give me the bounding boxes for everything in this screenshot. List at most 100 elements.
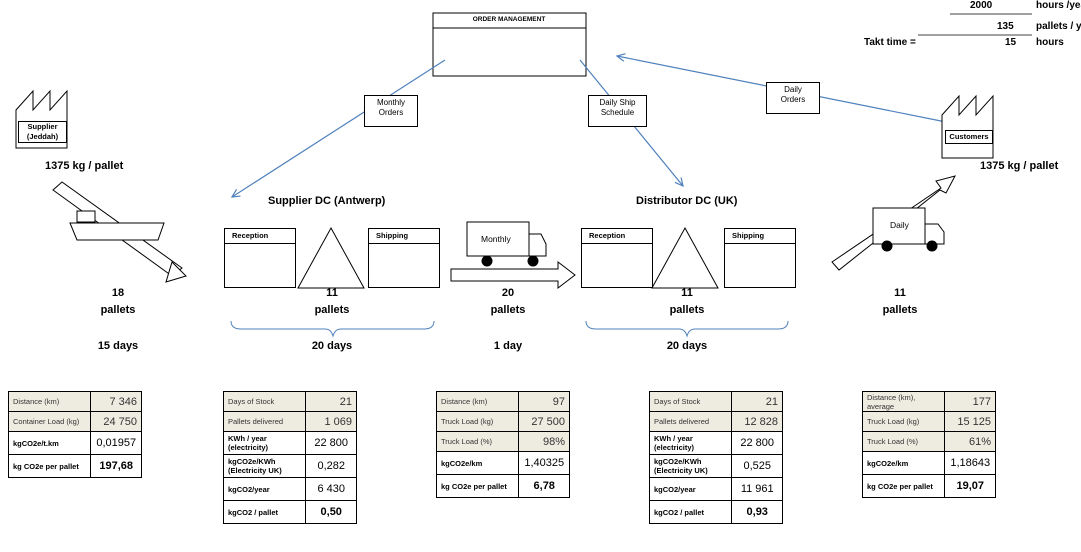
metric-value: 21 (305, 391, 357, 412)
metric-label: KWh / year (electricity) (648, 431, 733, 455)
daily-truck-icon (831, 175, 956, 271)
inventory-count-1: 18 (111, 287, 125, 299)
order-management-title: ORDER MANAGEMENT (473, 16, 582, 23)
metric-value: 21 (731, 391, 783, 412)
daily-ship-schedule-label: Daily Ship Schedule (588, 95, 647, 127)
inventory-unit-5: pallets (882, 304, 918, 316)
metric-label: kg CO2e per pallet (7, 454, 92, 478)
inventory-time-2: 20 days (311, 340, 353, 352)
metric-label: Truck Load (kg) (435, 411, 520, 432)
supplier-name: Supplier (Jeddah) (18, 121, 67, 143)
metric-label: kgCO2e/km (861, 451, 946, 475)
supplier-dc-reception-box: Reception (224, 228, 296, 288)
metric-label: Truck Load (kg) (861, 411, 946, 432)
metric-value: 11 961 (731, 477, 783, 501)
monthly-truck-label: Monthly (481, 234, 511, 244)
metric-value: 177 (944, 391, 996, 412)
metric-label: Pallets delivered (222, 411, 307, 432)
supplier-dc-inventory-triangle (297, 226, 365, 289)
table-row: kgCO2e/KWh (Electricity UK)0,525 (648, 454, 783, 478)
inventory-time-1: 15 days (97, 340, 139, 352)
daily-truck-label: Daily (890, 220, 909, 230)
monthly-orders-label: Monthly Orders (364, 95, 418, 127)
monthly-truck-icon (466, 221, 547, 267)
metric-value: 22 800 (731, 431, 783, 455)
table-row: Truck Load (kg)15 125 (861, 411, 996, 432)
supplier-pallet-weight: 1375 kg / pallet (45, 160, 124, 172)
takt-label: Takt time = (864, 37, 916, 48)
metric-label: Distance (km) (7, 391, 92, 412)
table-row: KWh / year (electricity)22 800 (648, 431, 783, 455)
metric-value: 6 430 (305, 477, 357, 501)
metric-value: 19,07 (944, 474, 996, 498)
table-row: Truck Load (%)98% (435, 431, 570, 452)
metric-value: 27 500 (518, 411, 570, 432)
metric-label: Distance (km) (435, 391, 520, 412)
metric-label: KWh / year (electricity) (222, 431, 307, 455)
metric-value: 1,18643 (944, 451, 996, 475)
metric-label: kgCO2e/km (435, 451, 520, 475)
metric-label: Days of Stock (222, 391, 307, 412)
metric-label: kgCO2e/KWh (Electricity UK) (648, 454, 733, 478)
metric-value: 0,282 (305, 454, 357, 478)
supplier-dc-title: Supplier DC (Antwerp) (268, 195, 386, 207)
takt-unit: hours (1036, 37, 1064, 48)
inventory-count-4: 11 (681, 287, 693, 299)
metric-label: Container Load (kg) (7, 411, 92, 432)
metric-value: 1,40325 (518, 451, 570, 475)
daily-orders-label: Daily Orders (766, 82, 820, 114)
metric-label: kgCO2 / pallet (648, 500, 733, 524)
push-arrow (450, 260, 576, 290)
distributor-dc-shipping-label: Shipping (725, 229, 795, 244)
inventory-unit-4: pallets (669, 304, 705, 316)
metric-value: 0,93 (731, 500, 783, 524)
metric-label: Pallets delivered (648, 411, 733, 432)
metric-value: 0,525 (731, 454, 783, 478)
order-management-box (432, 12, 587, 77)
table-row: Distance (km)7 346 (7, 391, 142, 412)
distributor-dc-shipping-box: Shipping (724, 228, 796, 288)
metric-label: kgCO2 / pallet (222, 500, 307, 524)
supplier-dc-reception-label: Reception (225, 229, 295, 244)
metric-value: 197,68 (90, 454, 142, 478)
distributor-dc-reception-label: Reception (582, 229, 652, 244)
inventory-unit-2: pallets (314, 304, 350, 316)
supplier-dc-shipping-label: Shipping (369, 229, 439, 244)
metric-label: Truck Load (%) (435, 431, 520, 452)
inventory-count-3: 20 (501, 287, 515, 299)
metric-label: Days of Stock (648, 391, 733, 412)
inventory-count-2: 11 (326, 287, 338, 299)
supplier-dc-bracket (230, 320, 435, 338)
order-management-title-text: ORDER MANAGEMENT (472, 16, 546, 23)
metric-label: kgCO2/year (648, 477, 733, 501)
metric-value: 61% (944, 431, 996, 452)
customers-factory-icon (941, 94, 994, 159)
inventory-unit-1: pallets (100, 304, 136, 316)
metric-value: 0,01957 (90, 431, 142, 455)
distributor-dc-reception-box: Reception (581, 228, 653, 288)
metric-label: kg CO2e per pallet (861, 474, 946, 498)
takt-pallets-unit: pallets / year (1036, 21, 1081, 32)
metric-label: kg CO2e per pallet (435, 474, 520, 498)
metric-value: 15 125 (944, 411, 996, 432)
inventory-count-5: 11 (894, 287, 906, 299)
customers-name: Customers (945, 130, 993, 144)
metric-label: Distance (km), average (861, 391, 946, 412)
